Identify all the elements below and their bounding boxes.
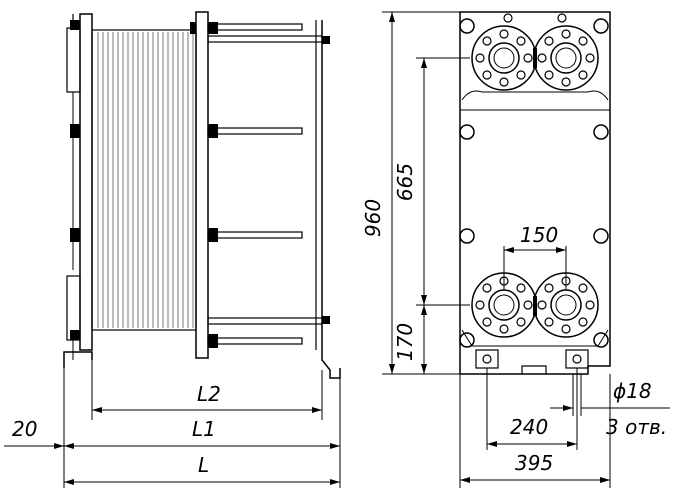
fixed-frame-plate (79, 13, 93, 351)
dim-height-lower: 170 (393, 323, 417, 361)
dim-port-spacing: 150 (520, 223, 558, 247)
side-view: L2 L1 L 20 (4, 11, 341, 488)
port-flange-top-right (533, 25, 599, 91)
dim-l2: L2 (197, 382, 221, 406)
front-view: 960 665 170 150 240 395 ϕ18 3 отв. (361, 11, 670, 488)
dim-l1: L1 (192, 417, 216, 441)
dim-height-total: 960 (361, 199, 385, 237)
dim-hole-count: 3 отв. (606, 415, 667, 439)
dim-offset: 20 (12, 417, 37, 441)
dim-width-total: 395 (515, 451, 553, 475)
dim-l: L (198, 453, 209, 477)
left-foot (63, 351, 93, 368)
plate-pack (91, 29, 197, 331)
pressure-plate (195, 11, 209, 359)
inlet-flange-top (66, 27, 81, 93)
dim-height-ports: 665 (393, 163, 417, 201)
tie-rods (70, 20, 330, 348)
dim-hole-diameter: ϕ18 (613, 379, 652, 403)
port-flange-top-left (471, 25, 537, 91)
dim-foot-spacing: 240 (510, 415, 548, 439)
support-column (321, 20, 341, 379)
